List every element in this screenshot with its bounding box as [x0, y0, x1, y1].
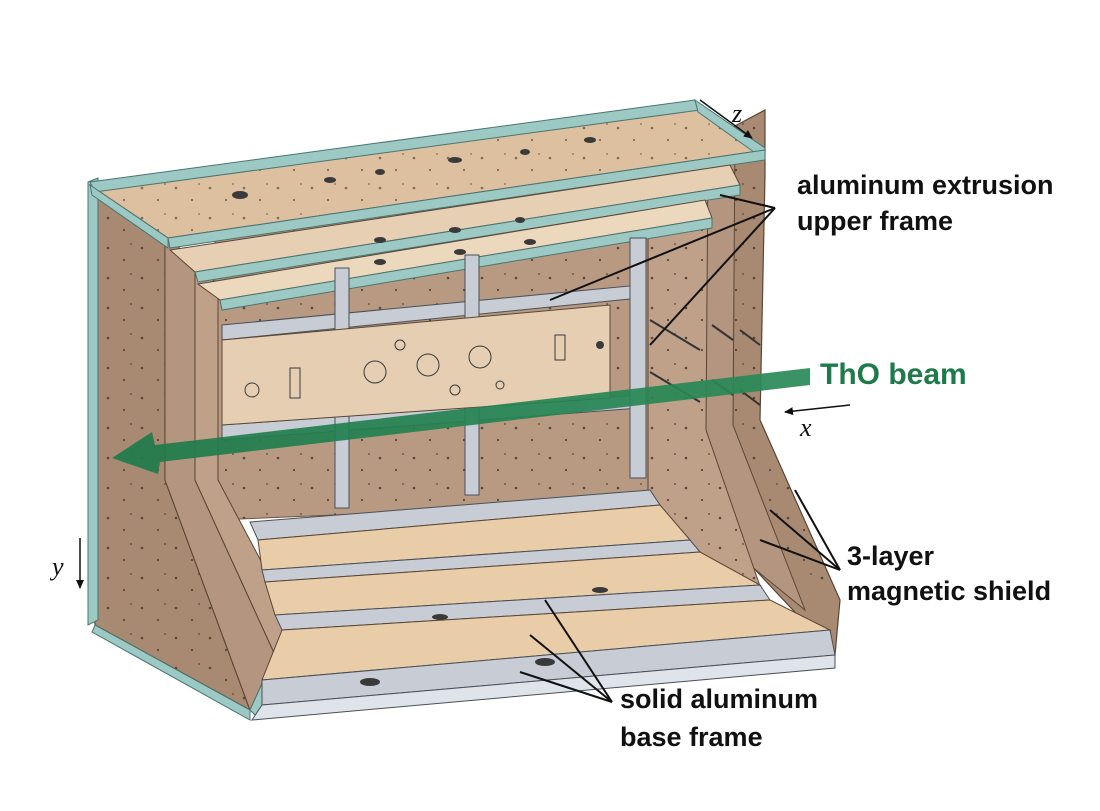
top-lid-holes [232, 137, 596, 265]
tho-beam-arrow [112, 368, 810, 474]
base-frame [249, 489, 836, 721]
shield-label-line1: 3-layer [847, 541, 935, 571]
base-frame-label-line1: solid aluminum [620, 684, 818, 714]
x-axis-label: x [799, 413, 812, 442]
upper-frame-label-line1: aluminum extrusion [797, 170, 1054, 200]
leader-lines [519, 194, 841, 703]
z-axis-label: z [731, 99, 742, 128]
tho-beam [112, 368, 810, 474]
z-axis-arrow-icon [699, 99, 753, 139]
y-axis-label: y [49, 552, 64, 581]
x-axis-arrow-icon [784, 404, 851, 416]
upper-frame-label-line2: upper frame [797, 206, 953, 236]
base-frame-label-line2: base frame [620, 722, 763, 752]
beam-label: ThO beam [820, 358, 967, 391]
shield-label-line2: magnetic shield [847, 576, 1051, 606]
